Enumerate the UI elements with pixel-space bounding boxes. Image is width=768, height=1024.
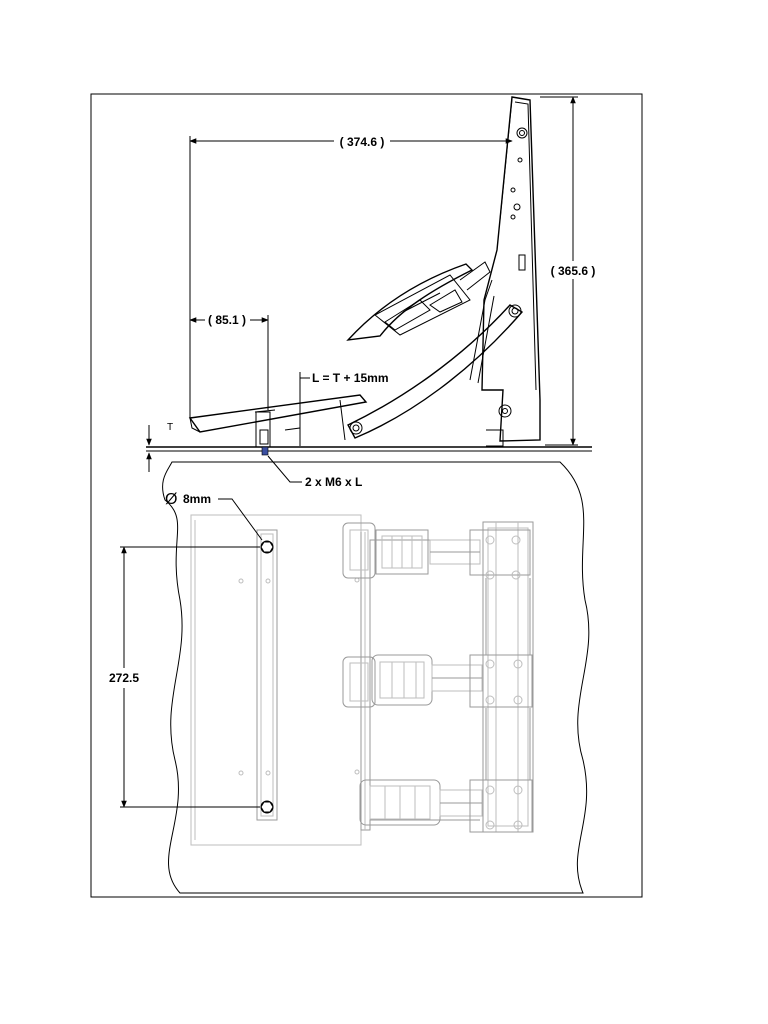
pedal-linkage xyxy=(347,279,524,439)
mounting-hole-bottom xyxy=(260,800,274,814)
heel-plate xyxy=(188,394,368,456)
mounting-rail xyxy=(256,529,278,821)
label-bolt-length: L = T + 15mm xyxy=(312,371,388,385)
pedal-bottom xyxy=(359,779,533,833)
label-bolts: 2 x M6 x L xyxy=(305,475,362,489)
upright-bracket xyxy=(481,96,541,447)
dim-overall-height: ( 365.6 ) xyxy=(551,264,596,278)
pedal-top xyxy=(342,522,531,580)
pedal-middle xyxy=(342,654,533,708)
dim-front-offset: ( 85.1 ) xyxy=(208,313,246,327)
pedal-plate xyxy=(346,261,491,341)
label-hole-diameter: 8mm xyxy=(183,492,211,506)
side-view: ( 374.6 ) ( 365.6 ) ( 85.1 ) L = T + 15m… xyxy=(146,96,601,489)
plan-view: Ø 8mm 272.5 xyxy=(109,461,590,894)
label-thickness: T xyxy=(167,422,173,433)
dim-hole-spacing: 272.5 xyxy=(109,671,139,685)
drawing-frame xyxy=(90,93,643,898)
mounting-hole-top xyxy=(260,540,274,554)
diameter-symbol: Ø xyxy=(165,491,177,508)
dim-overall-length: ( 374.6 ) xyxy=(340,135,385,149)
break-outline xyxy=(162,461,590,894)
